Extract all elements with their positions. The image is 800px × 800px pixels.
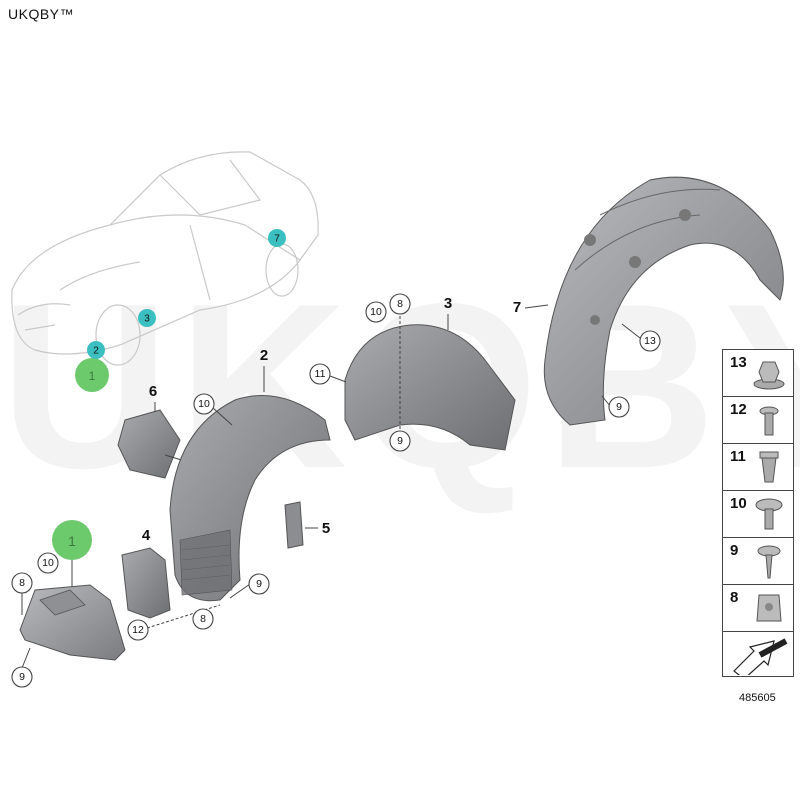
svg-text:11: 11	[315, 368, 326, 380]
legend-item-arrow	[723, 632, 793, 676]
part-4-label: 4	[142, 527, 151, 544]
clip-nut-icon	[756, 594, 782, 622]
callout-10-front: 10	[193, 393, 233, 426]
part-4-plate	[121, 547, 171, 619]
legend-item-8: 8	[723, 585, 793, 632]
car-marker-3: 3	[138, 309, 156, 327]
car-marker-label: 3	[144, 314, 150, 325]
svg-text:8: 8	[200, 613, 206, 625]
brand-label: UKQBY™	[8, 6, 75, 22]
svg-text:9: 9	[256, 578, 262, 590]
callout-9-rear: 9	[601, 395, 630, 418]
plastic-screw-icon	[757, 545, 781, 579]
callout-9-inner: 9	[389, 430, 411, 452]
part-5-label: 5	[322, 520, 330, 537]
fastener-legend: 13 12 11 10 9 8	[722, 349, 794, 677]
callout-8-left: 8	[11, 572, 33, 615]
car-marker-label: 2	[93, 346, 99, 357]
svg-text:12: 12	[132, 624, 144, 636]
expanding-nut-icon	[759, 451, 779, 483]
arrow-icon	[733, 638, 788, 675]
svg-text:9: 9	[19, 671, 25, 683]
diagram-reference-number: 485605	[739, 692, 776, 704]
part-6-bracket	[117, 409, 181, 479]
car-marker-label: 1	[89, 369, 96, 383]
car-marker-7: 7	[268, 229, 286, 247]
legend-item-13: 13	[723, 350, 793, 397]
part-6-label: 6	[149, 383, 157, 400]
callout-12: 12	[127, 604, 221, 641]
hex-nut-clip-icon	[753, 361, 785, 390]
legend-item-12: 12	[723, 397, 793, 444]
part-3-label: 3	[444, 295, 452, 312]
legend-item-10: 10	[723, 491, 793, 538]
svg-text:9: 9	[616, 401, 622, 413]
svg-text:8: 8	[397, 298, 403, 310]
legend-item-11: 11	[723, 444, 793, 491]
callout-9-mid: 9	[229, 573, 270, 599]
callout-10-left: 10	[37, 552, 59, 574]
part-7-rear-liner	[543, 176, 784, 426]
svg-text:10: 10	[42, 557, 54, 569]
car-outline	[11, 151, 319, 366]
car-marker-2: 2	[87, 341, 105, 359]
callout-8-inner: 8	[389, 293, 411, 430]
svg-text:13: 13	[644, 335, 656, 347]
push-rivet-icon	[759, 406, 779, 436]
spreader-rivet-icon	[755, 498, 783, 530]
callout-11: 11	[309, 363, 347, 385]
legend-item-9: 9	[723, 538, 793, 585]
part-5-clip	[284, 501, 304, 549]
svg-text:9: 9	[397, 435, 403, 447]
part-1-marker: 1	[52, 520, 92, 560]
car-marker-label: 7	[274, 234, 280, 245]
part-7-label: 7	[513, 299, 521, 316]
callout-13: 13	[621, 323, 661, 352]
callout-8-mid: 8	[192, 608, 214, 630]
part-2-label: 2	[260, 347, 268, 364]
part-1-marker-label: 1	[68, 533, 76, 549]
callout-9-left: 9	[11, 647, 33, 688]
callout-10-inner: 10	[365, 301, 387, 323]
svg-text:8: 8	[19, 577, 25, 589]
part-3-inner-liner	[344, 324, 516, 451]
car-marker-1: 1	[75, 358, 109, 392]
svg-text:10: 10	[370, 306, 382, 318]
svg-text:10: 10	[198, 398, 210, 410]
